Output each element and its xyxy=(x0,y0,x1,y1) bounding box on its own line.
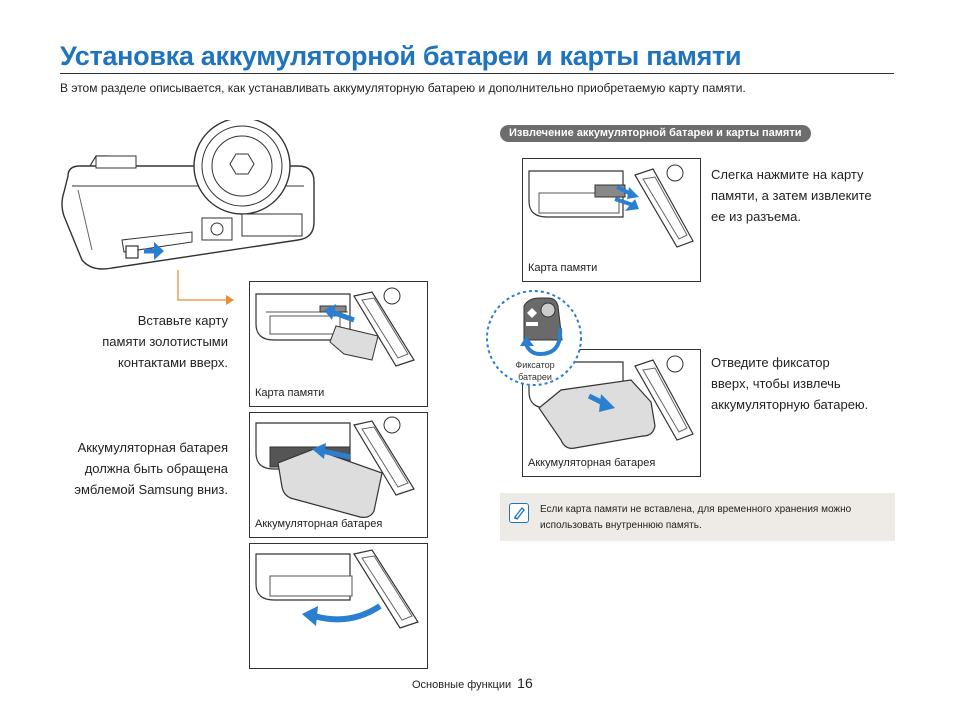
note-text: Если карта памяти не вставлена, для врем… xyxy=(540,504,852,531)
lock-label-line: Фиксатор xyxy=(515,360,555,370)
camera-illustration xyxy=(61,120,315,270)
guide-arrow xyxy=(177,270,234,305)
panel-label: Аккумуляторная батарея xyxy=(528,457,656,469)
page-number: 16 xyxy=(517,675,533,691)
footer-section: Основные функции xyxy=(412,679,512,691)
caption-line: Отведите фиксатор xyxy=(711,355,830,370)
insert-card-panel: Карта памяти xyxy=(249,281,428,407)
insert-battery-caption: Аккумуляторная батарея должна быть обращ… xyxy=(52,437,228,500)
close-cover-panel xyxy=(249,543,428,669)
insert-card-drawing xyxy=(255,287,415,367)
page-subtitle: В этом разделе описывается, как устанавл… xyxy=(60,81,746,95)
insert-card-caption: Вставьте карту памяти золотистыми контак… xyxy=(60,310,228,373)
section-heading: Извлечение аккумуляторной батареи и карт… xyxy=(500,125,811,142)
note-pencil-icon xyxy=(509,503,529,523)
caption-line: Слегка нажмите на карту xyxy=(711,167,864,182)
lock-label-line: батареи xyxy=(518,372,552,382)
caption-line: памяти золотистыми xyxy=(102,334,228,349)
close-cover-drawing xyxy=(255,549,419,629)
caption-line: памяти, а затем извлеките xyxy=(711,188,872,203)
remove-card-drawing xyxy=(528,164,694,248)
insert-battery-panel: Аккумуляторная батарея xyxy=(249,412,428,538)
caption-line: вверх, чтобы извлечь xyxy=(711,376,841,391)
caption-line: контактами вверх. xyxy=(117,355,228,370)
caption-line: должна быть обращена xyxy=(84,461,228,476)
battery-lock-label: Фиксатор батареи xyxy=(500,359,570,383)
caption-line: Аккумуляторная батарея xyxy=(77,440,228,455)
note-box: Если карта памяти не вставлена, для врем… xyxy=(500,493,895,541)
page-footer: Основные функции 16 xyxy=(412,675,533,691)
insert-battery-drawing xyxy=(255,416,415,518)
remove-battery-drawing xyxy=(528,355,694,449)
battery-lock-callout xyxy=(486,290,582,386)
caption-line: аккумуляторную батарею. xyxy=(711,397,869,412)
title-divider xyxy=(60,73,894,74)
remove-card-panel: Карта памяти xyxy=(522,158,701,282)
panel-label: Карта памяти xyxy=(255,387,325,399)
page-title: Установка аккумуляторной батареи и карты… xyxy=(60,41,742,71)
remove-battery-caption: Отведите фиксатор вверх, чтобы извлечь а… xyxy=(711,352,901,415)
caption-line: Вставьте карту xyxy=(137,313,228,328)
panel-label: Карта памяти xyxy=(528,262,598,274)
caption-line: эмблемой Samsung вниз. xyxy=(74,482,228,497)
panel-label: Аккумуляторная батарея xyxy=(255,518,383,530)
remove-card-caption: Слегка нажмите на карту памяти, а затем … xyxy=(711,164,901,227)
caption-line: ее из разъема. xyxy=(711,209,802,224)
